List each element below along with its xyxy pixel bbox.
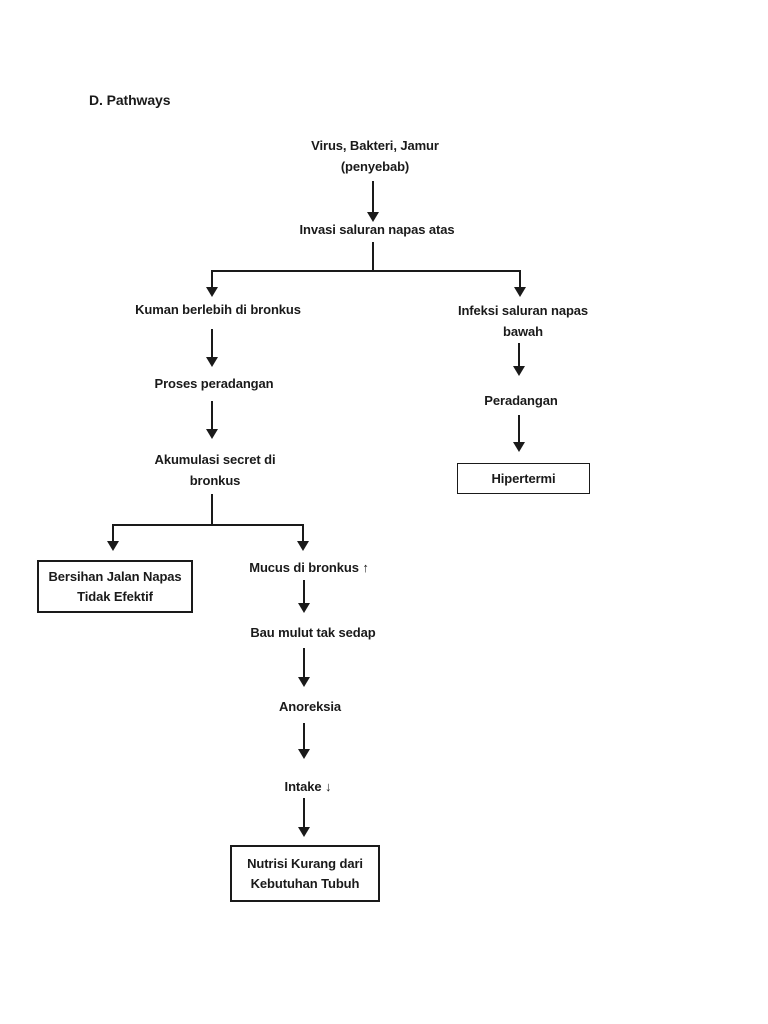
box-nutrisi: Nutrisi Kurang dari Kebutuhan Tubuh — [230, 845, 380, 902]
box-bersihan-line2: Tidak Efektif — [77, 588, 153, 604]
node-akumulasi-line2: bronkus — [189, 473, 241, 488]
branch-akumulasi — [107, 494, 309, 551]
node-invasion: Invasi saluran napas atas — [299, 222, 455, 237]
node-proses: Proses peradangan — [154, 376, 274, 391]
node-kuman: Kuman berlebih di bronkus — [135, 302, 301, 317]
node-peradangan: Peradangan — [484, 393, 558, 408]
arrow-bau-to-anoreksia — [298, 648, 310, 687]
arrow-infeksi-to-peradangan — [513, 343, 525, 376]
node-bau: Bau mulut tak sedap — [250, 625, 376, 640]
box-nutrisi-line1: Nutrisi Kurang dari — [247, 855, 363, 871]
node-cause: Virus, Bakteri, Jamur (penyebab) — [311, 135, 439, 177]
node-intake: Intake ↓ — [284, 779, 332, 794]
node-infeksi-line2: bawah — [503, 324, 543, 339]
node-infeksi-line1: Infeksi saluran napas — [457, 303, 589, 318]
node-akumulasi-line1: Akumulasi secret di — [154, 452, 276, 467]
node-cause-line1: Virus, Bakteri, Jamur — [311, 138, 439, 153]
box-hipertermi-label: Hipertermi — [491, 470, 556, 486]
node-cause-line2: (penyebab) — [340, 159, 410, 174]
arrow-proses-to-akumulasi — [206, 401, 218, 439]
section-heading: D. Pathways — [89, 92, 171, 108]
arrow-cause-to-invasion — [367, 181, 379, 222]
box-bersihan-line1: Bersihan Jalan Napas — [48, 568, 182, 584]
node-infeksi: Infeksi saluran napas bawah — [458, 300, 588, 342]
arrow-anoreksia-to-intake — [298, 723, 310, 759]
node-akumulasi: Akumulasi secret di bronkus — [155, 449, 276, 491]
arrow-kuman-to-proses — [206, 329, 218, 367]
box-bersihan-jalan-napas: Bersihan Jalan Napas Tidak Efektif — [37, 560, 193, 613]
box-hipertermi: Hipertermi — [457, 463, 590, 494]
branch-invasion — [206, 242, 526, 297]
node-anoreksia: Anoreksia — [279, 699, 341, 714]
arrow-intake-to-nutrisi — [298, 798, 310, 837]
arrow-peradangan-to-hipertermi — [513, 415, 525, 452]
box-nutrisi-line2: Kebutuhan Tubuh — [250, 875, 360, 891]
node-mucus: Mucus di bronkus ↑ — [249, 560, 369, 575]
arrow-mucus-to-bau — [298, 580, 310, 613]
